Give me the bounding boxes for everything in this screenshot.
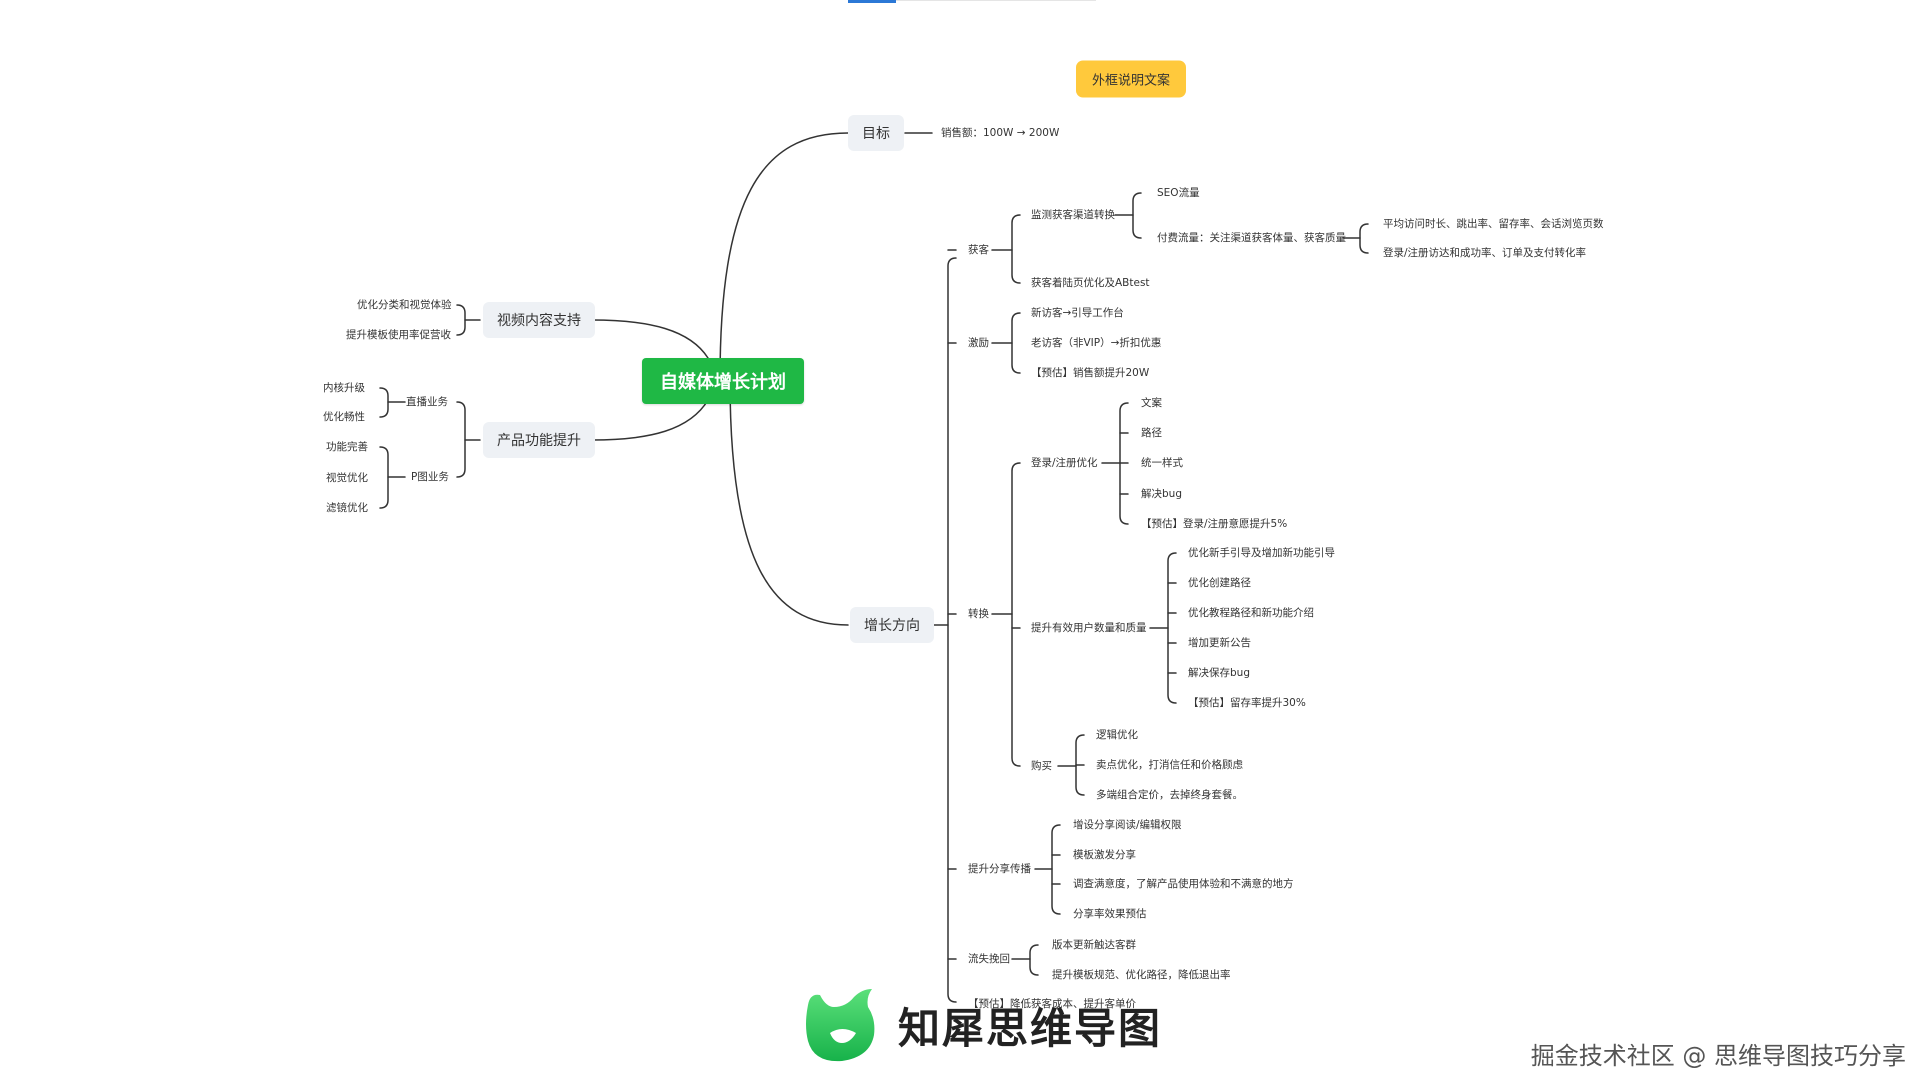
- subtopic-paid-traffic[interactable]: 付费流量：关注渠道获客体量、获客质量: [1157, 232, 1346, 244]
- leaf-login-1[interactable]: 文案: [1141, 397, 1162, 409]
- leaf-users-4[interactable]: 增加更新公告: [1188, 637, 1251, 649]
- leaf-seo-traffic[interactable]: SEO流量: [1157, 187, 1200, 199]
- connector-root-target: [719, 132, 849, 381]
- leaf-incentive-3[interactable]: 【预估】销售额提升20W: [1031, 367, 1150, 379]
- leaf-video-1[interactable]: 优化分类和视觉体验: [357, 299, 452, 311]
- leaf-growth-estimate[interactable]: 【预估】降低获客成本、提升客单价: [968, 998, 1136, 1010]
- leaf-churn-2[interactable]: 提升模板规范、优化路径，降低退出率: [1052, 969, 1231, 981]
- callout-note[interactable]: 外框说明文案: [1076, 60, 1187, 98]
- leaf-live-2[interactable]: 优化畅性: [323, 411, 365, 423]
- leaf-buy-2[interactable]: 卖点优化，打消信任和价格顾虑: [1096, 759, 1243, 771]
- leaf-paid-metric-1[interactable]: 平均访问时长、跳出率、留存率、会话浏览页数: [1383, 218, 1604, 230]
- leaf-share-1[interactable]: 增设分享阅读/编辑权限: [1073, 819, 1182, 831]
- leaf-users-1[interactable]: 优化新手引导及增加新功能引导: [1188, 547, 1335, 559]
- subtopic-live-business[interactable]: 直播业务: [406, 396, 448, 408]
- leaf-share-2[interactable]: 模板激发分享: [1073, 849, 1136, 861]
- leaf-users-5[interactable]: 解决保存bug: [1188, 667, 1250, 679]
- subtopic-monitor-channels[interactable]: 监测获客渠道转换: [1031, 209, 1115, 221]
- connector-root-growth: [729, 379, 849, 626]
- target-sales-value[interactable]: 销售额：100W → 200W: [941, 127, 1060, 139]
- rhino-logo-icon: [806, 989, 875, 1062]
- leaf-login-2[interactable]: 路径: [1141, 427, 1162, 439]
- subtopic-p-business[interactable]: P图业务: [411, 471, 449, 483]
- connector-root-video: [591, 319, 709, 359]
- leaf-buy-3[interactable]: 多端组合定价，去掉终身套餐。: [1096, 789, 1243, 801]
- root-topic[interactable]: 自媒体增长计划: [642, 358, 804, 404]
- subtopic-effective-users[interactable]: 提升有效用户数量和质量: [1031, 622, 1147, 634]
- top-tab-indicator: [848, 0, 896, 3]
- subtopic-purchase[interactable]: 购买: [1031, 760, 1052, 772]
- topic-target[interactable]: 目标: [848, 115, 904, 151]
- topic-product-improve[interactable]: 产品功能提升: [483, 422, 595, 458]
- leaf-video-2[interactable]: 提升模板使用率促营收: [346, 329, 451, 341]
- leaf-paid-metric-2[interactable]: 登录/注册访达和成功率、订单及支付转化率: [1383, 247, 1587, 259]
- leaf-landing-abtest[interactable]: 获客着陆页优化及ABtest: [1031, 277, 1150, 289]
- leaf-churn-1[interactable]: 版本更新触达客群: [1052, 939, 1136, 951]
- top-divider: [896, 0, 1096, 1]
- leaf-login-4[interactable]: 解决bug: [1141, 488, 1182, 500]
- subtopic-incentive[interactable]: 激励: [968, 337, 989, 349]
- leaf-login-3[interactable]: 统一样式: [1141, 457, 1183, 469]
- leaf-live-1[interactable]: 内核升级: [323, 382, 365, 394]
- leaf-p-1[interactable]: 功能完善: [326, 441, 368, 453]
- subtopic-login-optimize[interactable]: 登录/注册优化: [1031, 457, 1098, 469]
- leaf-share-3[interactable]: 调查满意度，了解产品使用体验和不满意的地方: [1073, 878, 1294, 890]
- leaf-login-5[interactable]: 【预估】登录/注册意愿提升5%: [1141, 518, 1288, 530]
- leaf-p-2[interactable]: 视觉优化: [326, 472, 368, 484]
- leaf-users-3[interactable]: 优化教程路径和新功能介绍: [1188, 607, 1314, 619]
- leaf-incentive-2[interactable]: 老访客（非VIP）→折扣优惠: [1031, 337, 1162, 349]
- brand-name: 知犀思维导图: [898, 1003, 1163, 1053]
- leaf-buy-1[interactable]: 逻辑优化: [1096, 729, 1138, 741]
- topic-growth-direction[interactable]: 增长方向: [850, 607, 934, 643]
- subtopic-share[interactable]: 提升分享传播: [968, 863, 1031, 875]
- watermark-text: 掘金技术社区 @ 思维导图技巧分享: [1530, 1042, 1906, 1070]
- subtopic-churn[interactable]: 流失挽回: [968, 953, 1010, 965]
- topic-video-support[interactable]: 视频内容支持: [483, 302, 595, 338]
- subtopic-acquire[interactable]: 获客: [968, 244, 989, 256]
- leaf-share-4[interactable]: 分享率效果预估: [1073, 908, 1147, 920]
- leaf-users-2[interactable]: 优化创建路径: [1188, 577, 1251, 589]
- leaf-users-6[interactable]: 【预估】留存率提升30%: [1188, 697, 1306, 709]
- subtopic-convert[interactable]: 转换: [968, 608, 989, 620]
- brand-lockup: 知犀思维导图: [800, 985, 1162, 1065]
- connector-root-product: [591, 399, 709, 441]
- leaf-p-3[interactable]: 滤镜优化: [326, 502, 368, 514]
- leaf-incentive-1[interactable]: 新访客→引导工作台: [1031, 307, 1124, 319]
